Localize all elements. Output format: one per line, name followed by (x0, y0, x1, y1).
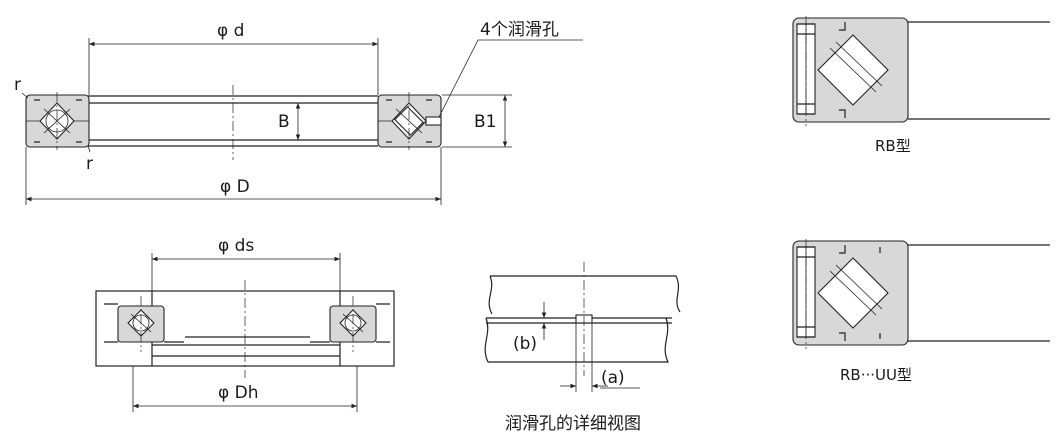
mounting-view: φ ds φ Dh (95, 236, 395, 412)
lube-hole-detail: (b) (a) 润滑孔的详细视图 (484, 262, 681, 434)
left-ring-section (25, 94, 90, 148)
phi-D-label: φ D (220, 177, 250, 197)
rb-type-view: RB型 (792, 16, 1050, 155)
rb-uu-type-view: RB···UU型 (792, 239, 1050, 384)
lube-holes-label: 4个润滑孔 (480, 20, 559, 40)
b-label: (b) (513, 334, 537, 354)
r-top-label: r (14, 75, 21, 95)
detail-caption: 润滑孔的详细视图 (505, 414, 641, 434)
phi-Dh-label: φ Dh (218, 383, 258, 403)
rb-uu-type-label: RB···UU型 (840, 366, 912, 384)
B1-label: B1 (474, 112, 496, 132)
phi-ds-label: φ ds (218, 236, 254, 256)
main-section-view: φ d 4个润滑孔 r r B B1 φ D (14, 20, 583, 205)
right-ring-section (377, 94, 442, 148)
phi-d-label: φ d (217, 21, 244, 41)
rb-type-label: RB型 (875, 137, 911, 155)
r-bottom-label: r (86, 154, 93, 174)
B-label: B (278, 112, 290, 132)
a-label: (a) (601, 368, 625, 388)
